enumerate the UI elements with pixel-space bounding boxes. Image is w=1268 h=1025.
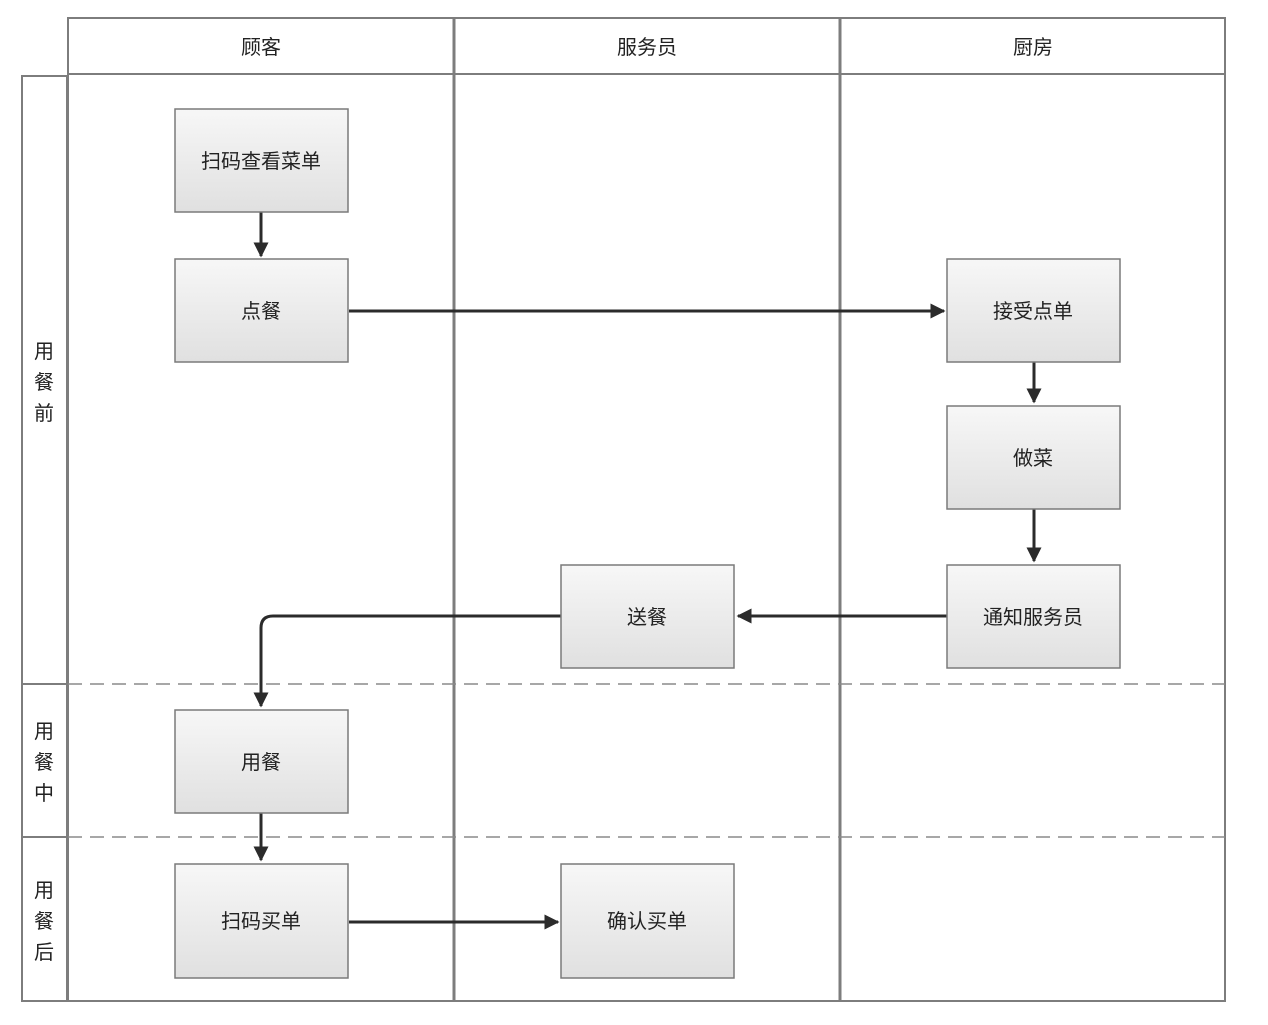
lane-title-customer: 顾客 [241, 35, 281, 59]
step-scan-menu: 扫码查看菜单 [174, 108, 349, 213]
step-notify-waiter-label: 通知服务员 [983, 605, 1083, 629]
phase-during-char-1: 用 [34, 719, 54, 743]
step-order: 点餐 [174, 258, 349, 363]
phase-during-char-2: 餐 [34, 750, 54, 774]
phase-during-char-3: 中 [34, 781, 54, 805]
lane-title-waiter: 服务员 [617, 35, 677, 59]
phase-cell-after [21, 836, 68, 1002]
arrow-serve-to-eat [253, 614, 561, 708]
phase-after-char-2: 餐 [34, 909, 54, 933]
phase-before-char-1: 用 [34, 339, 54, 363]
step-cook-label: 做菜 [1013, 446, 1053, 470]
step-scan-pay: 扫码买单 [174, 863, 349, 979]
step-serve: 送餐 [560, 564, 735, 669]
body-frame [67, 73, 1226, 1002]
step-eat: 用餐 [174, 709, 349, 814]
step-eat-label: 用餐 [241, 750, 281, 774]
phase-before-char-2: 餐 [34, 370, 54, 394]
lane-body [67, 73, 1226, 1002]
step-order-label: 点餐 [241, 299, 281, 323]
step-serve-label: 送餐 [627, 605, 667, 629]
phase-before-char-3: 前 [34, 401, 54, 425]
step-accept-order: 接受点单 [946, 258, 1121, 363]
step-confirm-pay-label: 确认买单 [607, 909, 687, 933]
step-confirm-pay: 确认买单 [560, 863, 735, 979]
phase-after-char-1: 用 [34, 878, 54, 902]
phase-column: 用 餐 前 用 餐 中 用 餐 后 [21, 75, 68, 1002]
step-accept-order-label: 接受点单 [993, 299, 1073, 323]
lane-title-kitchen: 厨房 [1013, 35, 1053, 59]
lane-header-row: 顾客 服务员 厨房 [67, 17, 1226, 75]
step-scan-pay-label: 扫码买单 [221, 909, 301, 933]
flow-arrows [253, 212, 1042, 930]
phase-after-char-3: 后 [34, 940, 54, 964]
step-notify-waiter: 通知服务员 [946, 564, 1121, 669]
step-cook: 做菜 [946, 405, 1121, 510]
step-scan-menu-label: 扫码查看菜单 [201, 149, 321, 173]
